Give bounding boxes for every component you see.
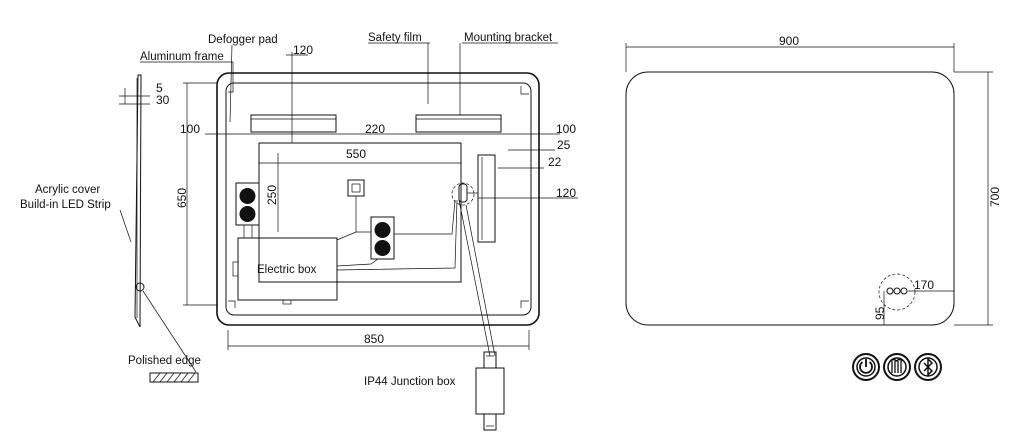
junction-box [475, 351, 505, 431]
bluetooth-icon [914, 353, 942, 381]
dim-95: 95 [873, 306, 887, 320]
dim-100-left: 100 [180, 122, 200, 136]
back-view: Electric box IP44 Junction box Aluminum … [140, 32, 578, 431]
defogger-pad [258, 142, 462, 283]
power-icon [852, 353, 880, 381]
front-view: 900 700 170 95 [625, 34, 1002, 381]
connector-middle [370, 216, 395, 260]
label-led-strip: Build-in LED Strip [20, 199, 111, 211]
mirror-front [625, 71, 955, 326]
side-profile [134, 74, 142, 328]
dim-22: 22 [548, 155, 562, 169]
sensor-switch [347, 179, 365, 197]
label-aluminum-frame: Aluminum frame [140, 51, 224, 63]
dim-5: 5 [156, 81, 163, 95]
dim-100-right: 100 [556, 122, 576, 136]
defogger-icon [883, 353, 911, 381]
dim-25: 25 [557, 138, 571, 152]
dim-650: 650 [175, 188, 189, 208]
dim-220: 220 [365, 122, 385, 136]
mounting-bracket-right [415, 114, 502, 133]
dim-170: 170 [914, 278, 934, 292]
dim-700: 700 [988, 187, 1002, 207]
connector-left [235, 182, 260, 226]
sensor-circle [451, 182, 475, 206]
side-view: 5 30 Polished edge Acrylic cover Build-i… [20, 74, 201, 383]
dim-120-top: 120 [293, 43, 313, 57]
label-electric-box: Electric box [257, 264, 317, 276]
dim-850: 850 [364, 332, 384, 346]
dim-250: 250 [265, 185, 279, 205]
label-junction-box: IP44 Junction box [364, 376, 456, 388]
dim-900: 900 [779, 34, 799, 48]
label-polished-edge: Polished edge [128, 355, 201, 367]
side-strip [477, 154, 496, 243]
dim-550: 550 [346, 147, 366, 161]
touch-zone-circle [878, 273, 916, 311]
polished-edge-hatch [149, 372, 199, 383]
label-acrylic-cover: Acrylic cover [35, 184, 100, 196]
inner-frame [225, 82, 532, 316]
dim-30: 30 [156, 93, 170, 107]
label-safety-film: Safety film [368, 32, 422, 44]
mounting-bracket-left [250, 114, 337, 133]
label-mounting-bracket: Mounting bracket [464, 32, 553, 44]
outer-frame [216, 72, 540, 326]
dim-120-right: 120 [556, 186, 576, 200]
label-defogger-pad: Defogger pad [208, 34, 278, 46]
polished-edge-marker [135, 282, 145, 292]
